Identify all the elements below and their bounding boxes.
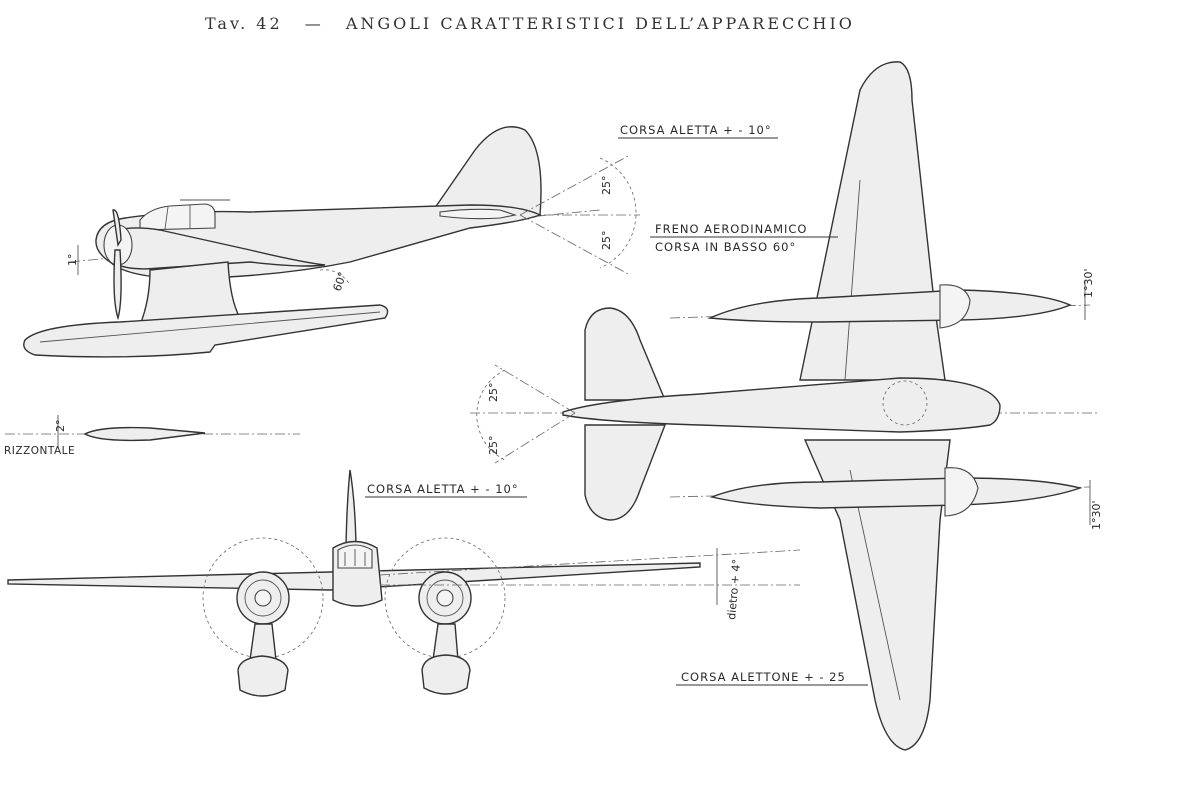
title-dash: — [304, 14, 324, 33]
dihedral-angle: dietro + 4° [725, 559, 743, 621]
engine-angle-top: 1°30' [1082, 268, 1095, 298]
float-left-front [237, 655, 289, 697]
cockpit-outline [882, 380, 928, 426]
tailplane-lower [584, 424, 667, 521]
plate-caption: ANGOLI CARATTERISTICI DELL’APPARECCHIO [345, 14, 855, 33]
fuselage-plan [562, 377, 1001, 433]
aileron-travel-label: CORSA ALETTONE + - 25 [681, 670, 846, 684]
nacelle-lower-plan [709, 477, 1083, 509]
nose-angle: 1° [66, 254, 79, 267]
reference-float-section [83, 426, 206, 442]
plate-number: Tav. 42 [205, 14, 283, 33]
float-right-front [421, 654, 471, 695]
float-angle: 60° [331, 270, 350, 293]
tail-fin [428, 126, 542, 216]
rudder-up-angle: 25° [487, 383, 500, 403]
cockpit-canopy [139, 203, 216, 231]
front-fin [345, 469, 357, 546]
propeller-blade-top [112, 209, 122, 248]
elevator-down-angle: 25° [600, 231, 613, 251]
front-view-aircraft: dietro + 4° [7, 469, 801, 697]
strut-left [249, 623, 277, 661]
tailplane-side [439, 208, 518, 220]
front-flap-travel-label: CORSA ALETTA + - 10° [367, 482, 519, 496]
plan-view-aircraft: 25° 25° 1°30' 1°30' [470, 61, 1103, 751]
side-view-aircraft: 25° 25° 1° 60° [23, 126, 640, 358]
prop-disc-left [202, 537, 324, 659]
airbrake-label-line1: FRENO AERODINAMICO [655, 222, 807, 236]
plate-title: Tav. 42 — ANGOLI CARATTERISTICI DELL’APP… [205, 14, 925, 40]
propeller-blade-bottom [113, 249, 122, 321]
engine-nacelle-side [107, 227, 326, 270]
prop-disc-right [384, 537, 506, 659]
horizontal-reference: 2° RIZZONTALE [4, 415, 300, 457]
engine-angle-bottom: 1°30' [1090, 500, 1103, 530]
float-side [23, 304, 389, 358]
horizontal-label: RIZZONTALE [4, 445, 75, 457]
rudder-down-angle: 25° [487, 436, 500, 456]
reference-angle: 2° [54, 420, 67, 433]
elevator-up-angle: 25° [600, 176, 613, 196]
airbrake-label-line2: CORSA IN BASSO 60° [655, 240, 796, 254]
side-flap-travel-label: CORSA ALETTA + - 10° [620, 123, 772, 137]
wing-upper [799, 61, 946, 381]
nacelle-upper-plan [707, 289, 1072, 323]
tailplane-upper [584, 307, 667, 401]
